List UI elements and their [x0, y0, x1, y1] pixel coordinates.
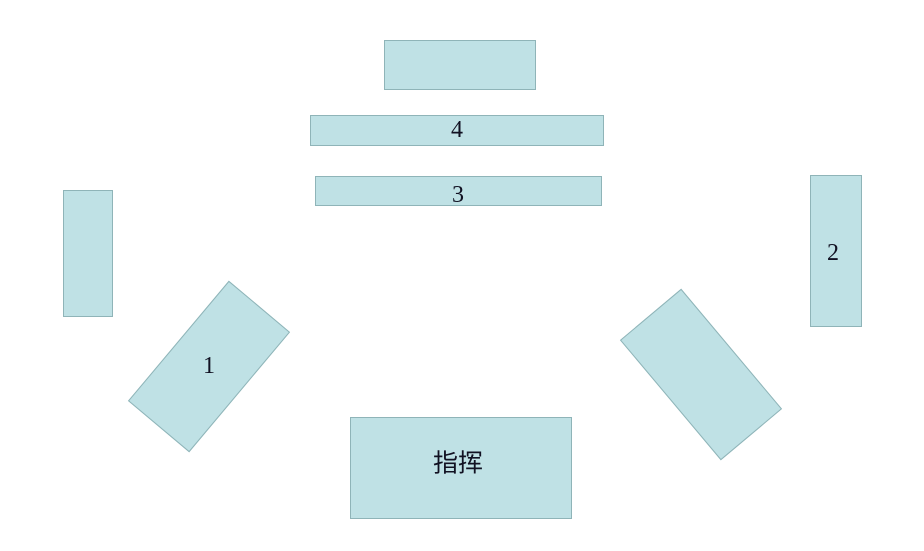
row-3-table-label: 3: [452, 182, 464, 208]
row-4-table-label: 4: [451, 117, 463, 143]
right-angled-table[interactable]: [619, 288, 783, 461]
row-4-table[interactable]: [310, 115, 604, 146]
command-table[interactable]: [350, 417, 572, 519]
right-side-table-2[interactable]: [810, 175, 862, 327]
top-table[interactable]: [384, 40, 536, 90]
right-side-table-2-label: 2: [827, 240, 839, 266]
command-table-label: 指挥: [432, 450, 484, 478]
row-3-table[interactable]: [315, 176, 602, 206]
left-side-table[interactable]: [63, 190, 113, 317]
left-angled-table-1-label: 1: [203, 353, 215, 379]
